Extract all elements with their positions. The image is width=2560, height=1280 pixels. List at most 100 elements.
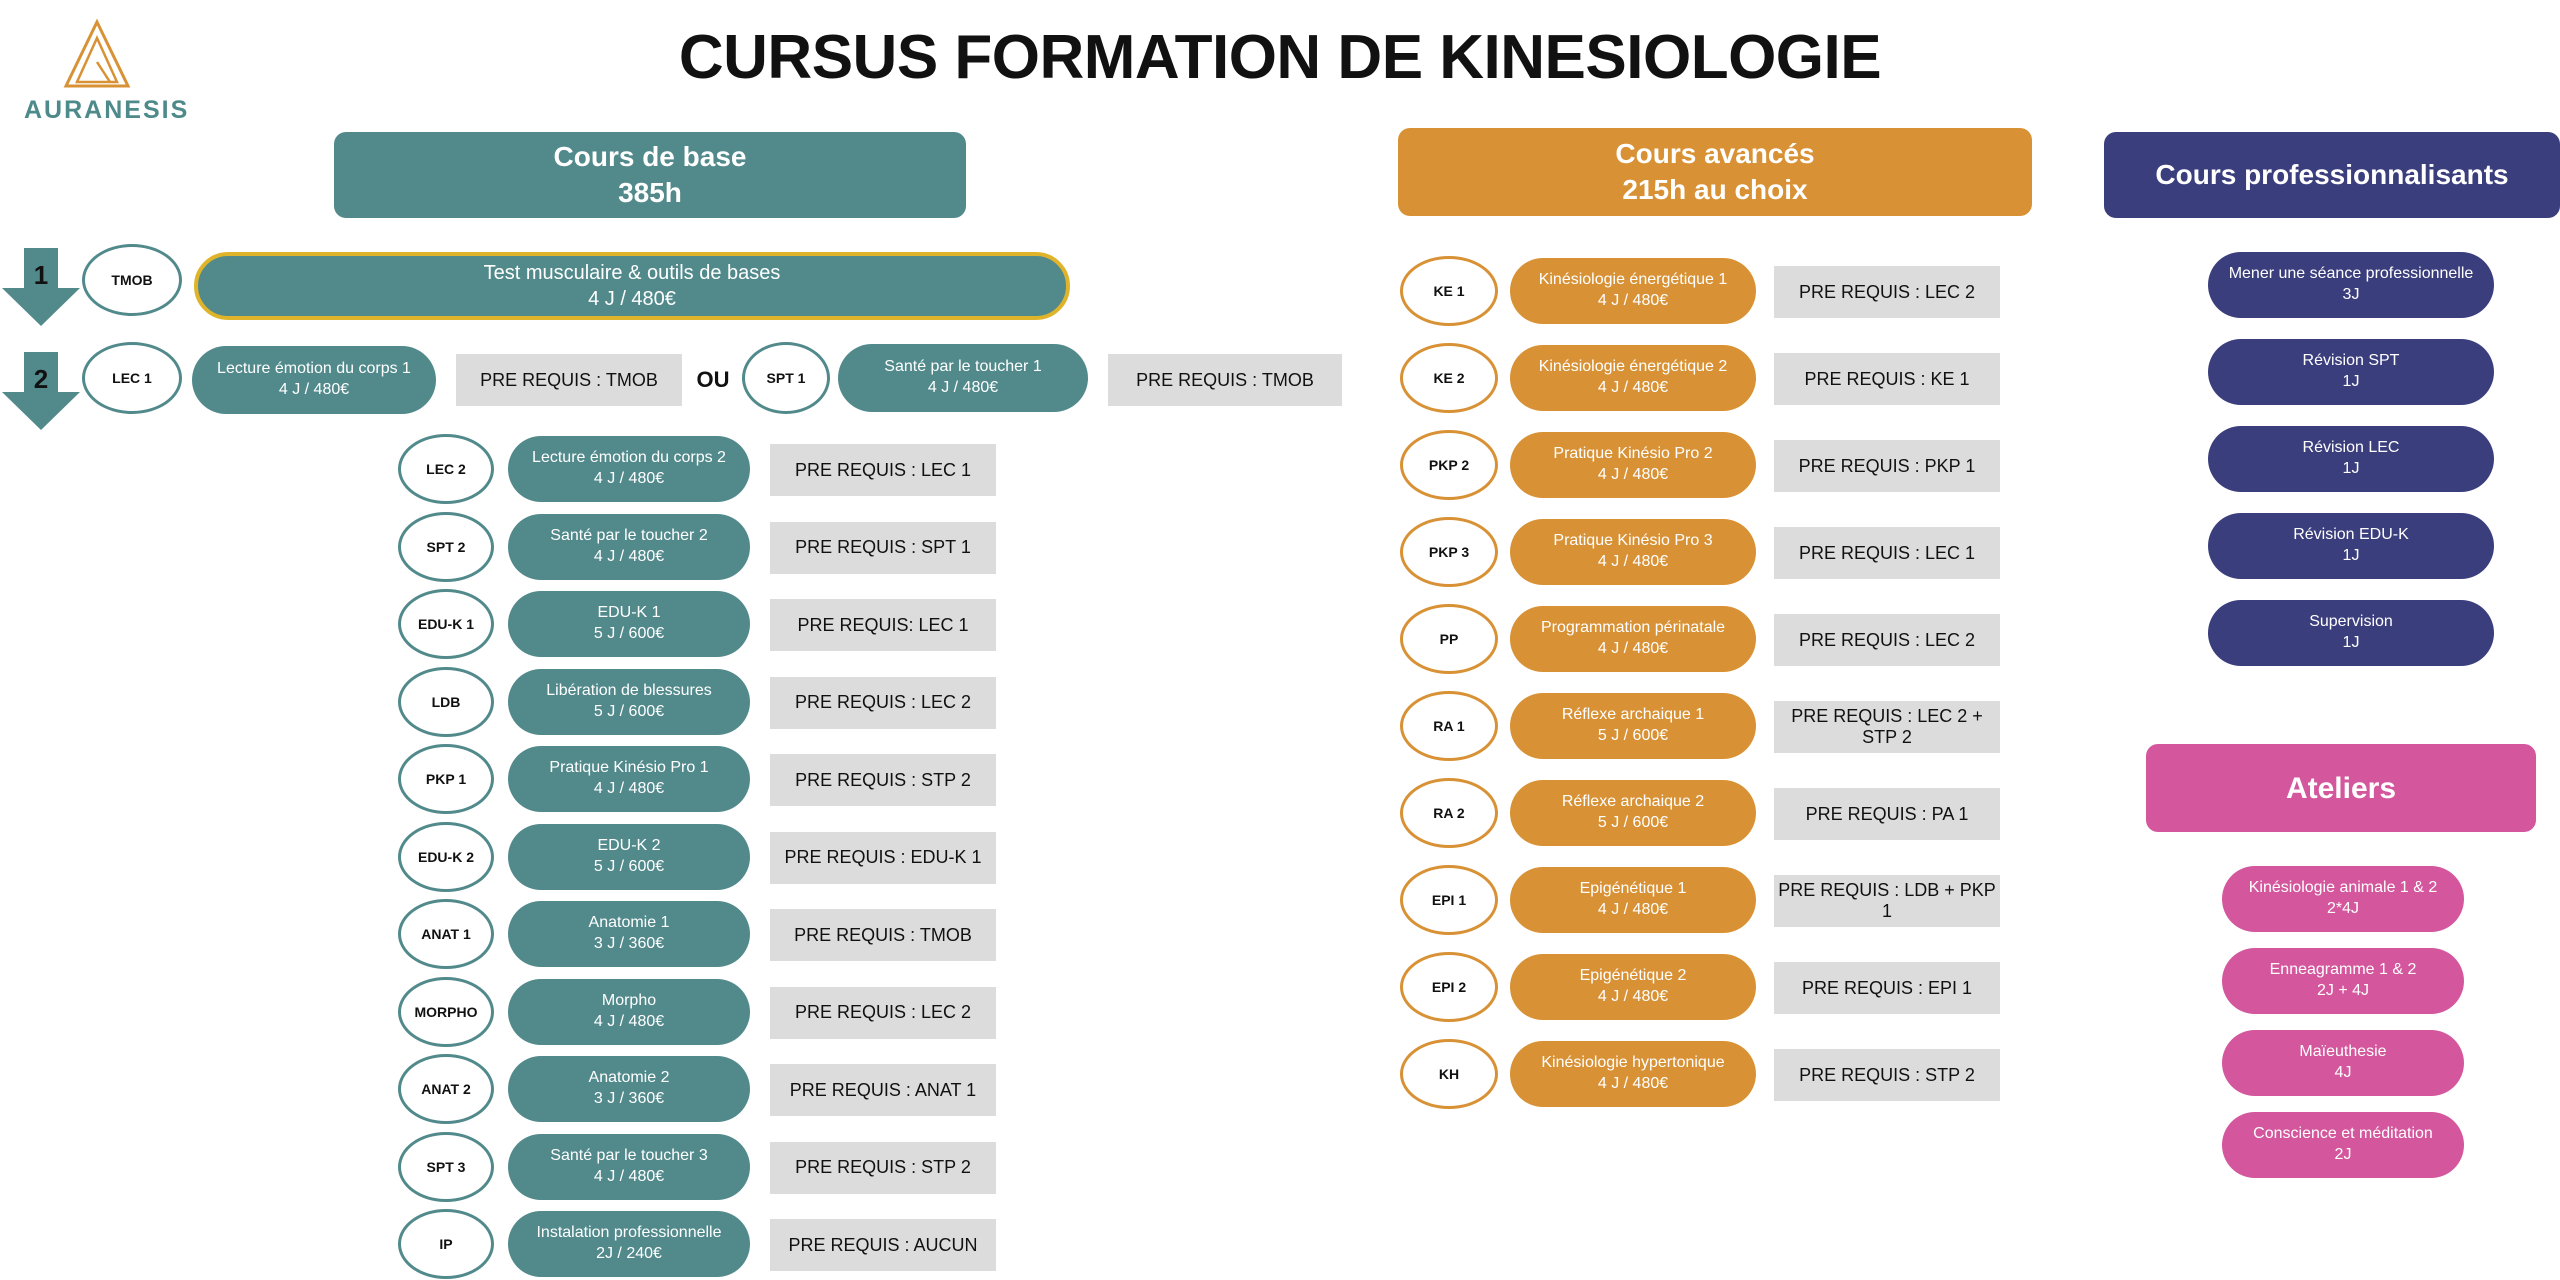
- course-pill-r-vision-lec: Révision LEC 1J: [2208, 426, 2494, 492]
- course-detail: 5 J / 600€: [1597, 814, 1669, 831]
- course-pill-spt1: Santé par le toucher 1 4 J / 480€: [838, 344, 1088, 412]
- prereq-ip: PRE REQUIS : AUCUN: [770, 1219, 996, 1271]
- course-code-ke-1: KE 1: [1400, 256, 1498, 326]
- course-code-spt-3: SPT 3: [398, 1131, 494, 1202]
- course-name: Santé par le toucher 3: [550, 1146, 708, 1164]
- course-name: Kinésiologie énergétique 1: [1538, 271, 1728, 289]
- section-title: Cours professionnalisants: [2155, 158, 2509, 190]
- course-code-morpho: MORPHO: [398, 976, 494, 1047]
- course-name: Conscience et méditation: [2253, 1125, 2433, 1143]
- course-detail: 2J / 240€: [596, 1245, 662, 1262]
- course-name: Révision LEC: [2302, 439, 2400, 457]
- course-detail: 1J: [2342, 460, 2360, 477]
- prereq-kh: PRE REQUIS : STP 2: [1774, 1049, 2000, 1101]
- course-pill-ke-2: Kinésiologie énergétique 2 4 J / 480€: [1510, 345, 1756, 411]
- course-code-lec-2: LEC 2: [398, 434, 494, 504]
- page-title: CURSUS FORMATION DE KINESIOLOGIE: [678, 23, 1882, 92]
- course-detail: 4 J / 480€: [278, 381, 350, 398]
- section-hours: 385h: [618, 177, 682, 208]
- section-header-advanced: Cours avancés 215h au choix: [1398, 128, 2032, 216]
- prereq-ke-2: PRE REQUIS : KE 1: [1774, 353, 2000, 405]
- course-name: Révision EDU-K: [2293, 526, 2409, 544]
- course-name: Kinésiologie énergétique 2: [1538, 358, 1728, 376]
- section-title: Cours avancés: [1615, 137, 1815, 169]
- course-name: Kinésiologie hypertonique: [1541, 1054, 1725, 1072]
- course-detail: 4 J / 480€: [1597, 292, 1669, 309]
- prereq-anat-1: PRE REQUIS : TMOB: [770, 909, 996, 961]
- course-code-edu-k-1: EDU-K 1: [398, 589, 494, 659]
- section-title: Cours de base: [553, 140, 747, 172]
- course-code-epi-2: EPI 2: [1400, 952, 1498, 1022]
- course-code-anat-2: ANAT 2: [398, 1054, 494, 1124]
- course-detail: 4 J / 480€: [593, 1012, 665, 1030]
- prereq-ke-1: PRE REQUIS : LEC 2: [1774, 266, 2000, 318]
- brand-name: AURANESIS: [24, 96, 190, 124]
- prereq-ra-2: PRE REQUIS : PA 1: [1774, 788, 2000, 840]
- or-label: OU: [696, 367, 730, 392]
- course-code-pp: PP: [1400, 604, 1498, 674]
- course-detail: 4 J / 480€: [588, 288, 676, 310]
- course-detail: 2J: [2334, 1146, 2352, 1163]
- course-code-ldb: LDB: [398, 666, 494, 737]
- course-code-epi-1: EPI 1: [1400, 865, 1498, 935]
- course-detail: 4 J / 480€: [1597, 466, 1669, 483]
- prereq-pkp-1: PRE REQUIS : STP 2: [770, 754, 996, 806]
- course-detail: 5 J / 600€: [593, 857, 665, 875]
- section-header-base: Cours de base 385h: [334, 132, 966, 218]
- prereq-edu-k-2: PRE REQUIS : EDU-K 1: [770, 831, 996, 884]
- prereq-morpho: PRE REQUIS : LEC 2: [770, 986, 996, 1039]
- arrow-down-icon: [2, 248, 80, 326]
- course-code-spt1: SPT 1: [742, 342, 830, 414]
- section-header-workshops: Ateliers: [2146, 744, 2536, 832]
- course-pill-mener-une-s-ance-professionnelle: Mener une séance professionnelle 3J: [2208, 252, 2494, 318]
- course-detail: 4 J / 480€: [1597, 379, 1669, 396]
- course-detail: 4 J / 480€: [593, 780, 665, 797]
- arrow-down-icon: [2, 352, 80, 430]
- course-name: Supervision: [2309, 613, 2393, 631]
- course-code-ra-2: RA 2: [1400, 778, 1498, 848]
- prereq-lec1: PRE REQUIS : TMOB: [456, 354, 682, 406]
- course-detail: 4 J / 480€: [1597, 640, 1669, 657]
- prereq-ra-1: PRE REQUIS : LEC 2 + STP 2: [1774, 701, 2000, 753]
- course-code-edu-k-2: EDU-K 2: [398, 821, 494, 892]
- prereq-lec-2: PRE REQUIS : LEC 1: [770, 444, 996, 496]
- course-detail: 2*4J: [2326, 900, 2360, 917]
- course-code-tmob: TMOB: [82, 244, 182, 316]
- course-detail: 4 J / 480€: [927, 379, 999, 396]
- course-detail: 3J: [2342, 286, 2360, 303]
- course-name: EDU-K 1: [597, 604, 661, 622]
- course-code-pkp-1: PKP 1: [398, 744, 494, 814]
- prereq-pkp-2: PRE REQUIS : PKP 1: [1774, 440, 2000, 492]
- course-code-ra-1: RA 1: [1400, 691, 1498, 761]
- course-name: Programmation périnatale: [1540, 619, 1726, 637]
- course-name: Pratique Kinésio Pro 2: [1553, 445, 1713, 463]
- section-hours: 215h au choix: [1622, 174, 1808, 205]
- course-name: Mener une séance professionnelle: [2228, 265, 2474, 283]
- course-pill-pkp-2: Pratique Kinésio Pro 2 4 J / 480€: [1510, 432, 1756, 498]
- course-detail: 4 J / 480€: [1597, 553, 1669, 570]
- course-detail: 4 J / 480€: [593, 470, 665, 487]
- section-header-professional: Cours professionnalisants: [2104, 132, 2560, 218]
- course-code-spt-2: SPT 2: [398, 511, 494, 582]
- course-name: EDU-K 2: [597, 836, 661, 854]
- prereq-edu-k-1: PRE REQUIS: LEC 1: [770, 599, 996, 651]
- course-code-pkp-2: PKP 2: [1400, 430, 1498, 500]
- prereq-pkp-3: PRE REQUIS : LEC 1: [1774, 527, 2000, 579]
- course-code-kh: KH: [1400, 1039, 1498, 1109]
- course-name: Epigénétique 2: [1579, 967, 1687, 985]
- course-detail: 1J: [2342, 634, 2360, 651]
